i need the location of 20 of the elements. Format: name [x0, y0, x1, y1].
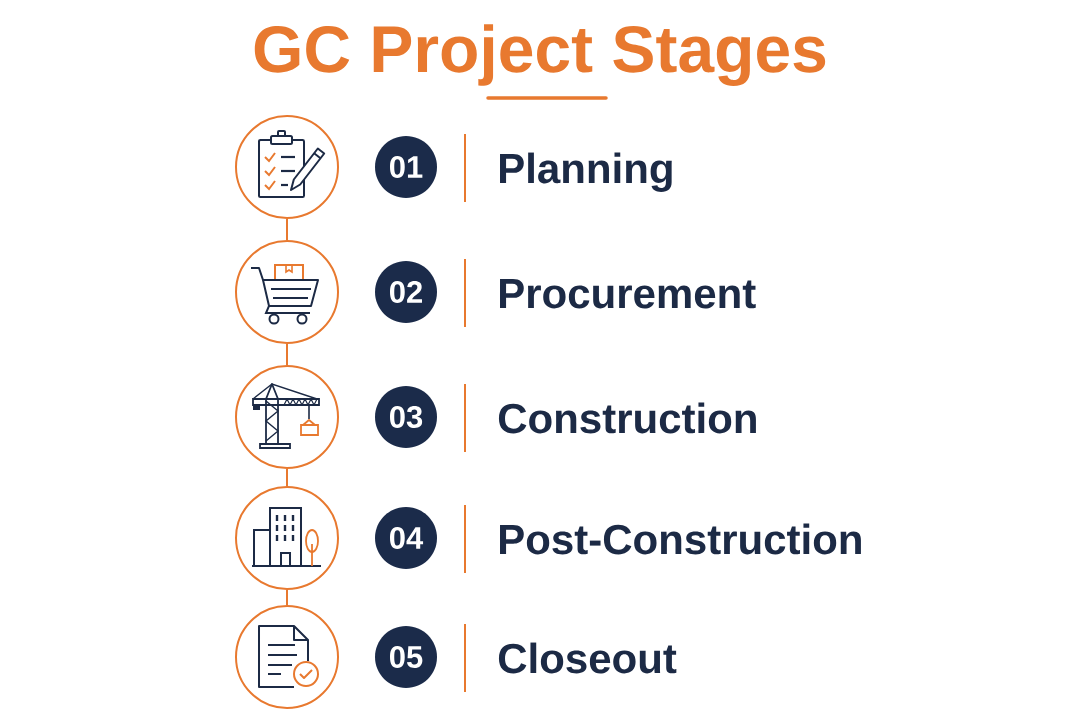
- connector-line: [286, 589, 288, 606]
- stage-name: Construction: [498, 402, 756, 434]
- icon-circle: [235, 486, 339, 590]
- icon-circle: [235, 365, 339, 469]
- number-badge: 02: [375, 261, 437, 323]
- number-badge: 05: [375, 626, 437, 688]
- icon-circle: [235, 115, 339, 219]
- number-badge: 01: [375, 136, 437, 198]
- number-badge: 04: [375, 507, 437, 569]
- stage-name: Procurement: [500, 279, 756, 309]
- icon-circle: [235, 605, 339, 709]
- stage-name: Post-Construction: [500, 523, 861, 555]
- stage-name: Closeout: [498, 642, 677, 674]
- number-badge: 03: [375, 386, 437, 448]
- connector-line: [286, 218, 288, 241]
- connector-line: [286, 343, 288, 366]
- stage-name: Planning: [500, 152, 672, 192]
- title: GC Project Stages: [254, 24, 826, 86]
- connector-line: [286, 468, 288, 487]
- icon-circle: [235, 240, 339, 344]
